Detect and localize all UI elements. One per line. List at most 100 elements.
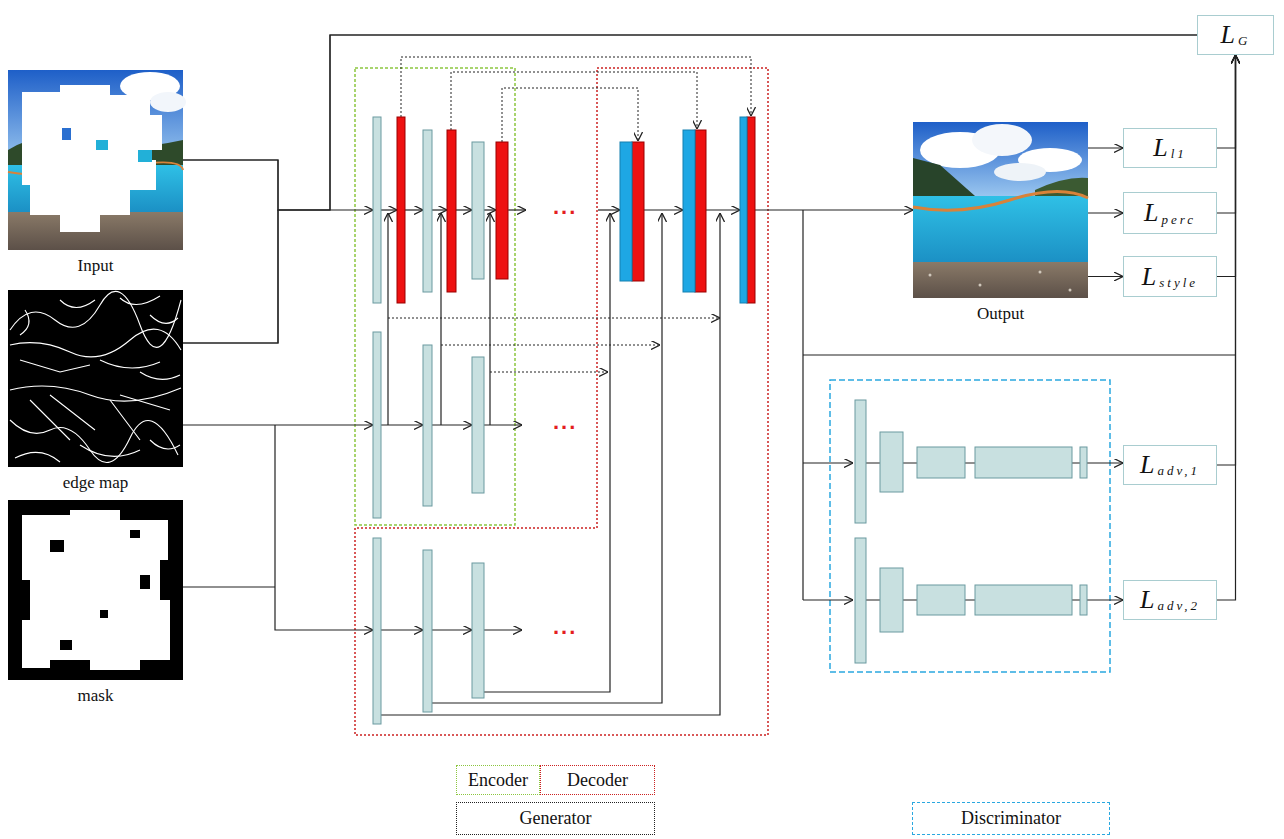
loss-symbol: L (1153, 135, 1167, 161)
data-flow-line (183, 160, 1236, 715)
data-flow-line (432, 209, 447, 210)
data-flow-line (456, 209, 472, 210)
discriminator-layer (855, 538, 866, 663)
loss-box: Lperc (1123, 192, 1217, 234)
edge-map-picture (60, 300, 95, 308)
data-flow-line (432, 629, 472, 630)
input-picture (138, 150, 152, 162)
region-outline (355, 68, 515, 525)
data-flow-line (803, 354, 1236, 355)
data-flow-line (803, 599, 853, 600)
legend-item: Decoder (540, 765, 655, 795)
feature-layer (423, 130, 432, 292)
input-picture (62, 128, 71, 140)
loss-box: Ladv,1 (1123, 445, 1217, 485)
feature-layer (373, 538, 381, 724)
output-picture (913, 262, 1088, 298)
data-flow-line (755, 209, 913, 210)
data-flow-line (644, 209, 683, 210)
legend-label: Discriminator (961, 808, 1061, 829)
skip-connection (388, 318, 720, 319)
output-image: Output (913, 122, 1088, 324)
loss-box: Ll1 (1123, 128, 1217, 168)
data-flow-line (489, 213, 490, 425)
data-flow-line (432, 424, 472, 425)
data-flow-line (381, 629, 423, 630)
data-flow-line (183, 210, 278, 343)
edge-map-picture (20, 310, 178, 335)
input-picture (22, 85, 162, 232)
fused-layer (447, 130, 456, 292)
legend-label: Encoder (468, 770, 528, 791)
loss-box: Ladv,2 (1123, 580, 1217, 620)
connector-arrow (1217, 55, 1236, 600)
data-flow-line (183, 424, 373, 425)
mask-picture (100, 610, 108, 618)
data-flow-line (484, 629, 522, 630)
data-flow-line (405, 209, 423, 210)
discriminator-layer (1080, 447, 1087, 478)
output-picture (1039, 271, 1042, 274)
feature-layer (472, 357, 484, 493)
input-picture (150, 92, 186, 112)
image-caption: Output (977, 304, 1024, 324)
edge-map-picture (8, 290, 183, 467)
input-picture (8, 70, 186, 250)
edge-map-picture (15, 440, 180, 462)
loss-subscript: l1 (1171, 147, 1187, 160)
loss-symbol: L (1142, 264, 1156, 290)
mask-picture (8, 500, 183, 680)
discriminator-layer (1080, 585, 1087, 615)
mask-picture (140, 575, 150, 589)
edge-map-picture (30, 395, 170, 440)
feature-layer (472, 563, 484, 698)
data-flow-line (432, 213, 662, 703)
connector-arrow (1088, 147, 1123, 148)
decoder-layer (620, 117, 747, 303)
connector-arrow (1217, 55, 1236, 465)
connector-arrow (183, 35, 1197, 210)
edge-map-picture (140, 372, 180, 379)
loss-box: Lstyle (1123, 256, 1217, 297)
edge-map-picture (100, 360, 160, 368)
edge-map-picture (20, 360, 90, 372)
feature-layer (373, 117, 381, 303)
data-flow-line (381, 209, 397, 210)
mask-picture (130, 530, 140, 538)
feature-layer (472, 142, 484, 279)
mask-picture (22, 510, 170, 670)
edge-map-picture (8, 290, 183, 467)
data-flow-line (275, 425, 373, 630)
region-outline (355, 68, 1110, 735)
edge-map-picture (10, 386, 181, 401)
discriminator-layer (855, 400, 1087, 663)
decoder-layer (620, 142, 632, 281)
data-flow-line (183, 586, 275, 587)
loss-box: LG (1197, 15, 1274, 55)
legend-item: Generator (456, 802, 655, 835)
skip-connection (388, 57, 751, 372)
skip-connection (502, 88, 638, 142)
connector-arrow (1217, 55, 1236, 277)
image-caption: edge map (63, 473, 129, 493)
ellipsis-mark: ... (553, 196, 577, 218)
discriminator-layer (917, 585, 965, 615)
region-outline (830, 380, 1110, 672)
edge-map-picture (10, 329, 181, 357)
discriminator-layer (880, 432, 903, 492)
output-picture (972, 124, 1032, 156)
loss-symbol: L (1144, 200, 1158, 226)
ellipsis-mark: ... (553, 411, 577, 433)
skip-connection (451, 72, 697, 130)
edge-map-picture (120, 296, 160, 305)
edge-map-picture (10, 420, 178, 463)
fused-layer (632, 142, 644, 281)
loss-subscript: G (1238, 34, 1250, 47)
output-picture (1069, 289, 1072, 292)
output-picture (913, 122, 1088, 298)
data-flow-line (802, 210, 803, 600)
mask-picture (8, 500, 183, 680)
